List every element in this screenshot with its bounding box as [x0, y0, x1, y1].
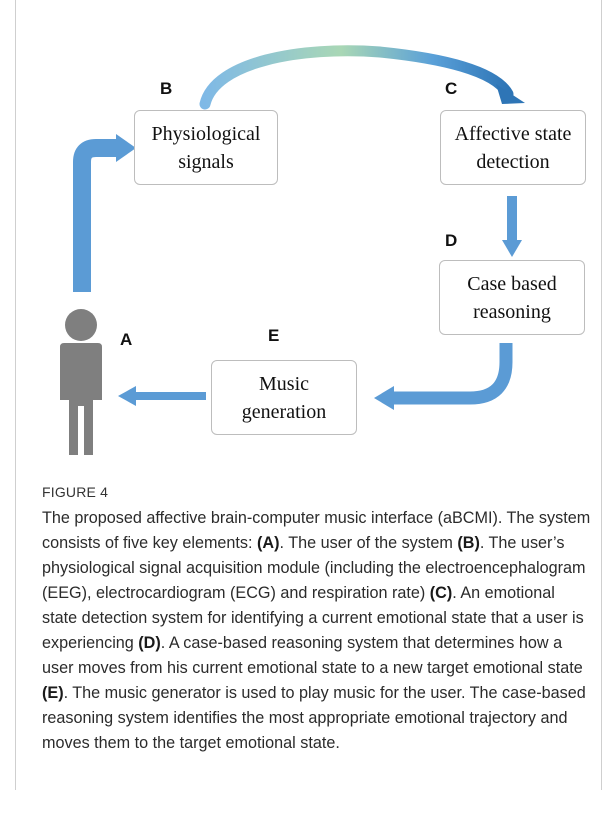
- node-case-based-reasoning: Case based reasoning: [439, 260, 585, 335]
- node-physiological-signals: Physiological signals: [134, 110, 278, 185]
- diagram-arrows: [60, 45, 525, 455]
- caption-text: . The music generator is used to play mu…: [42, 684, 586, 752]
- caption-text: . A case-based reasoning system that det…: [42, 634, 583, 677]
- arrow-signals-to-detection-head: [496, 84, 525, 104]
- node-letter-a: A: [120, 330, 133, 349]
- caption-reference: (B): [457, 534, 480, 552]
- figure-label: FIGURE 4: [42, 484, 109, 500]
- node-affective-state-detection: Affective state detection: [440, 110, 586, 185]
- arrow-reasoning-to-music-head: [374, 386, 394, 410]
- caption-text: The proposed affective brain-computer mu…: [42, 509, 591, 552]
- caption-reference: (C): [429, 584, 453, 602]
- arrow-signals-to-detection: [199, 45, 514, 110]
- node-letter-e: E: [268, 326, 280, 345]
- figure-caption: The proposed affective brain-computer mu…: [42, 506, 594, 756]
- arrow-music-to-user-head: [118, 386, 136, 406]
- abcmi-diagram: B C D A E Physiological signals Affectiv…: [60, 45, 586, 455]
- arrow-user-to-signals: [73, 139, 118, 292]
- caption-text: . The user’s physiological signal acquis…: [42, 534, 586, 602]
- caption-reference: (A): [257, 534, 280, 552]
- arrow-user-to-signals-head: [116, 134, 136, 162]
- node-music-generation: Music generation: [211, 360, 357, 435]
- caption-reference: (D): [138, 634, 161, 652]
- caption-text: . An emotional state detection system fo…: [42, 584, 584, 652]
- person-icon: [60, 309, 102, 455]
- node-letter-c: C: [445, 79, 458, 98]
- node-letter-d: D: [445, 231, 458, 250]
- node-letter-b: B: [160, 79, 173, 98]
- caption-reference: (E): [42, 684, 64, 702]
- caption-text: . The user of the system: [279, 534, 458, 552]
- arrow-reasoning-to-music: [392, 343, 513, 405]
- arrow-detection-to-reasoning-head: [502, 240, 522, 257]
